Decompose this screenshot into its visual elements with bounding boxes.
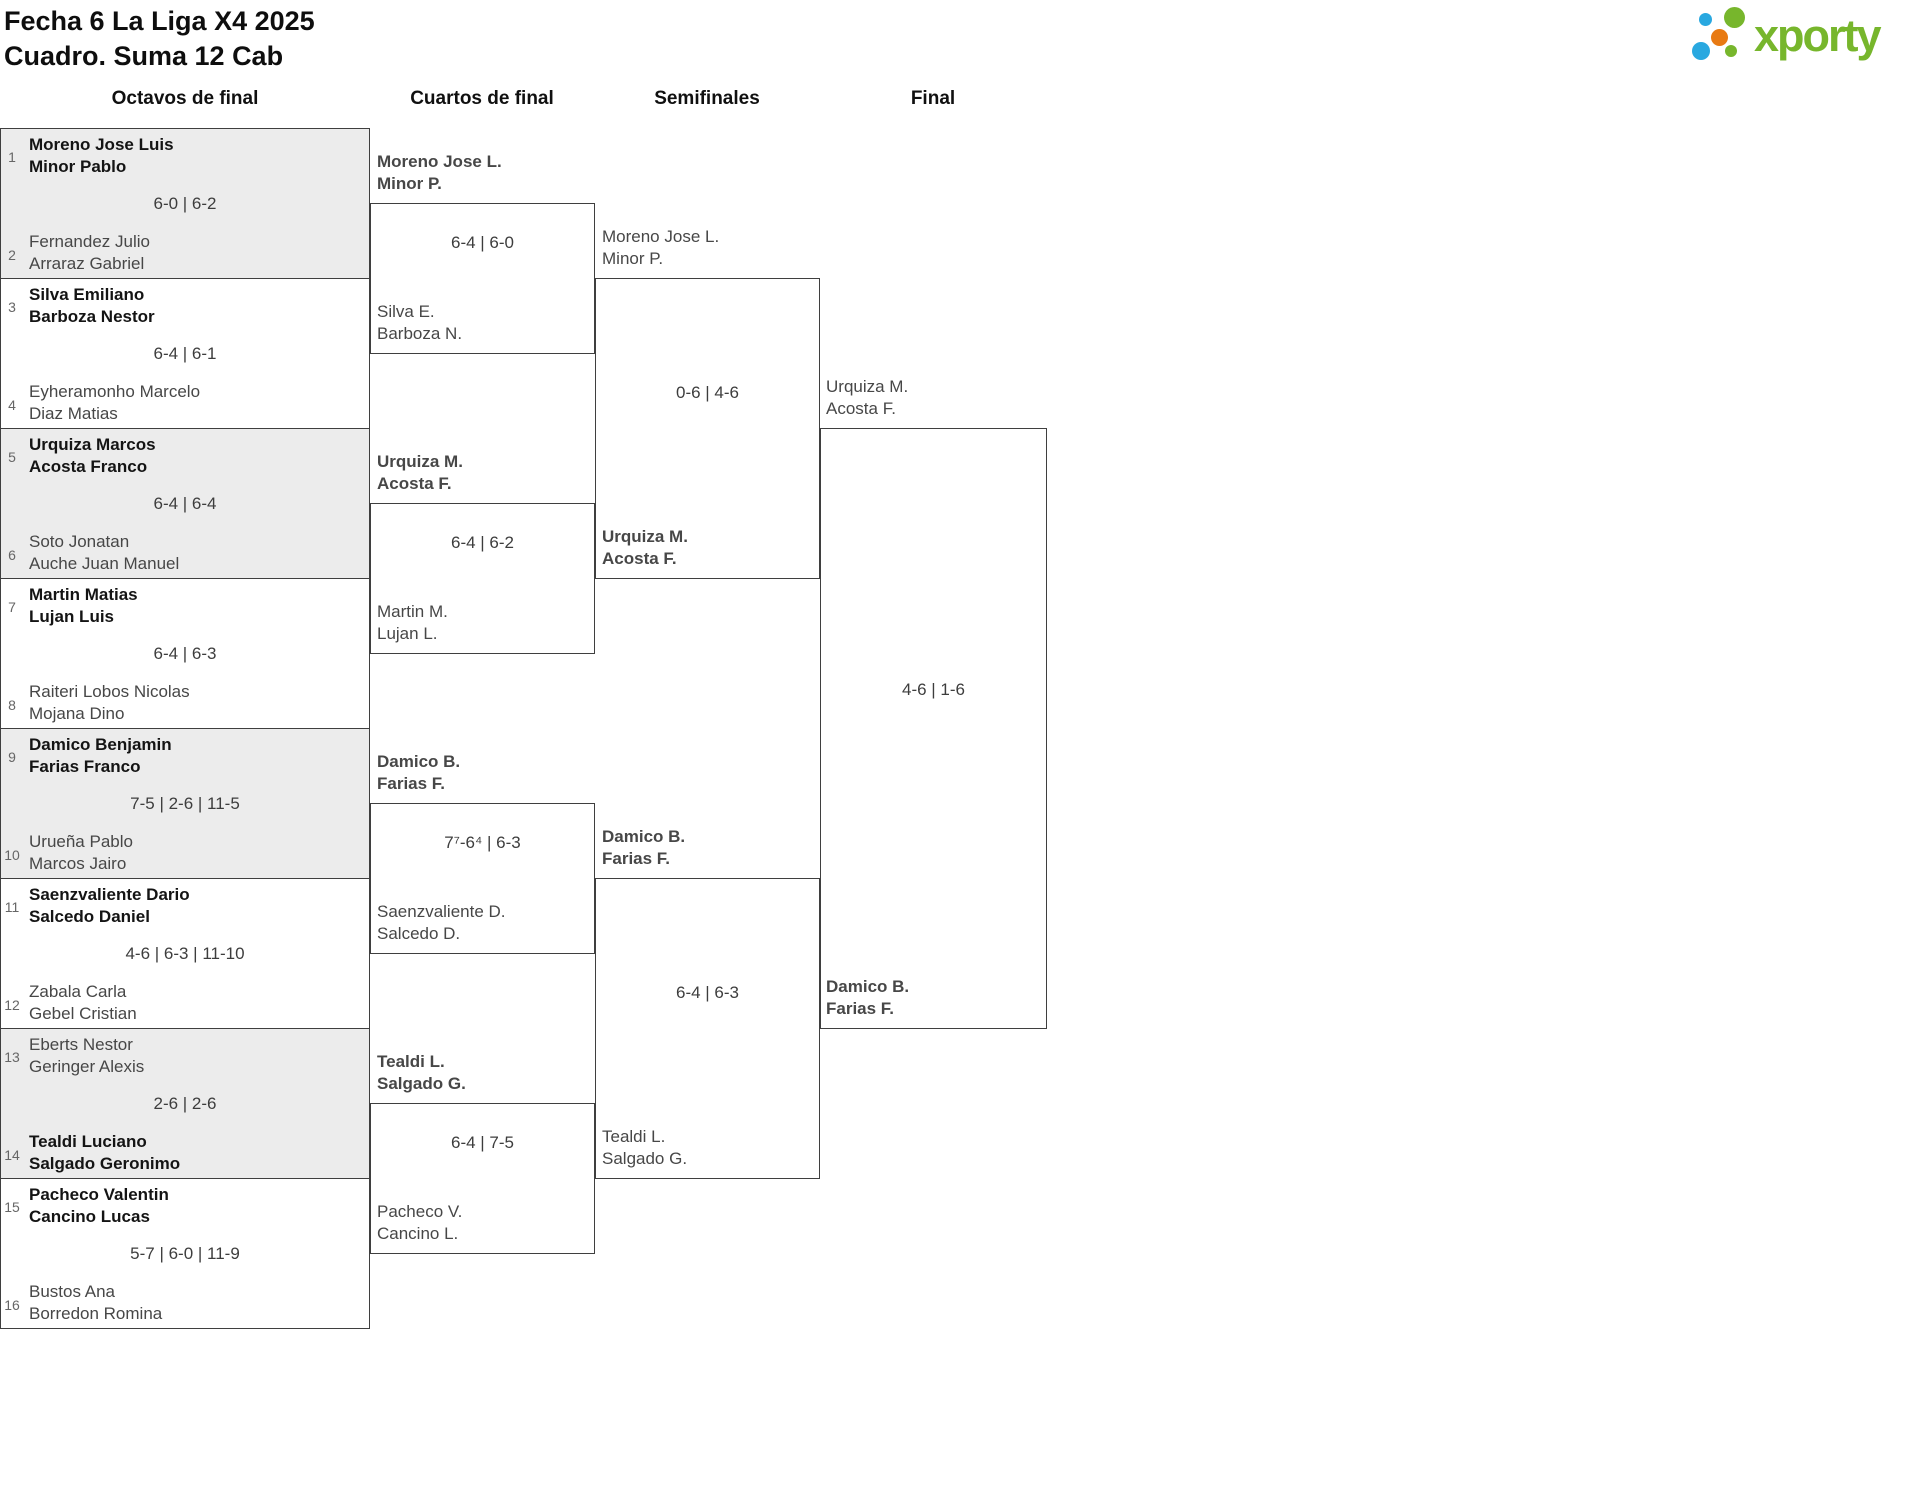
match-score: 6-4 | 6-0 [450,233,514,252]
team-name: Damico B.Farias F. [377,752,461,793]
seed-number: 13 [4,1049,20,1065]
seed-number: 2 [8,247,16,263]
match-score: 4-6 | 6-3 | 11-10 [125,944,245,963]
team-name: Moreno Jose L.Minor P. [377,152,502,193]
xporty-logo[interactable]: xporty [1688,4,1918,70]
seed-number: 7 [8,599,16,615]
logo-wordmark: xporty [1754,10,1882,61]
round-header-octavos: Octavos de final [111,88,259,109]
logo-dot-icon [1692,42,1710,60]
match-score: 2-6 | 2-6 [153,1094,217,1113]
bracket-subtitle: Cuadro. Suma 12 Cab [4,41,284,71]
team-name: Damico B.Farias F. [602,827,686,868]
logo-dot-icon [1724,7,1745,28]
seed-number: 1 [8,149,16,165]
seed-number: 5 [8,449,16,465]
match-score: 6-0 | 6-2 [153,194,217,213]
seed-number: 10 [4,847,20,863]
match-score: 6-4 | 7-5 [450,1133,514,1152]
seed-number: 8 [8,697,16,713]
match-score: 5-7 | 6-0 | 11-9 [130,1244,240,1263]
tournament-name: Fecha 6 La Liga X4 2025 [4,6,315,36]
team-name: Urquiza M.Acosta F. [602,527,688,568]
logo-dot-icon [1699,13,1712,26]
cuartos-match-2-box [370,503,595,654]
cuartos-match-4-box [370,1103,595,1254]
match-score: 7⁷-6⁴ | 6-3 [444,833,521,852]
seed-number: 11 [4,899,20,915]
page-title: Fecha 6 La Liga X4 2025 Cuadro. Suma 12 … [4,4,315,74]
round-header-final: Final [910,88,956,109]
team-name: Tealdi L.Salgado G. [377,1052,466,1093]
match-score: 4-6 | 1-6 [901,680,965,699]
match-score: 6-4 | 6-3 [675,983,739,1002]
semifinal-2-box [595,878,820,1179]
match-score: 6-4 | 6-4 [153,494,217,513]
team-name: Saenzvaliente D.Salcedo D. [377,902,506,943]
team-name: Tealdi L.Salgado G. [602,1127,688,1168]
team-name: Urquiza M.Acosta F. [377,452,463,493]
seed-number: 15 [4,1199,20,1215]
cuartos-match-3-box [370,803,595,954]
round-header-cuartos: Cuartos de final [410,88,554,109]
seed-number: 6 [8,547,16,563]
team-name: Moreno Jose L.Minor P. [602,227,720,268]
final-box [820,428,1047,1029]
match-score: 7-5 | 2-6 | 11-5 [130,794,240,813]
team-name: Damico B.Farias F. [826,977,910,1018]
match-score: 0-6 | 4-6 [675,383,739,402]
match-score: 6-4 | 6-2 [450,533,514,552]
seed-number: 3 [8,299,16,315]
seed-number: 16 [4,1297,20,1313]
round-header-semifinales: Semifinales [654,88,760,109]
match-score: 6-4 | 6-3 [153,644,217,663]
cuartos-match-1-box [370,203,595,354]
semifinal-1-box [595,278,820,579]
team-name: Martin M.Lujan L. [377,602,448,643]
team-name: Urquiza M.Acosta F. [826,377,909,418]
logo-dot-icon [1725,45,1737,57]
seed-number: 12 [4,997,20,1013]
team-name: Silva E.Barboza N. [377,302,463,343]
logo-dot-icon [1711,29,1728,46]
seed-number: 4 [8,397,16,413]
seed-number: 14 [4,1147,20,1163]
seed-number: 9 [8,749,16,765]
match-score: 6-4 | 6-1 [153,344,217,363]
team-name: Pacheco V.Cancino L. [377,1202,463,1243]
